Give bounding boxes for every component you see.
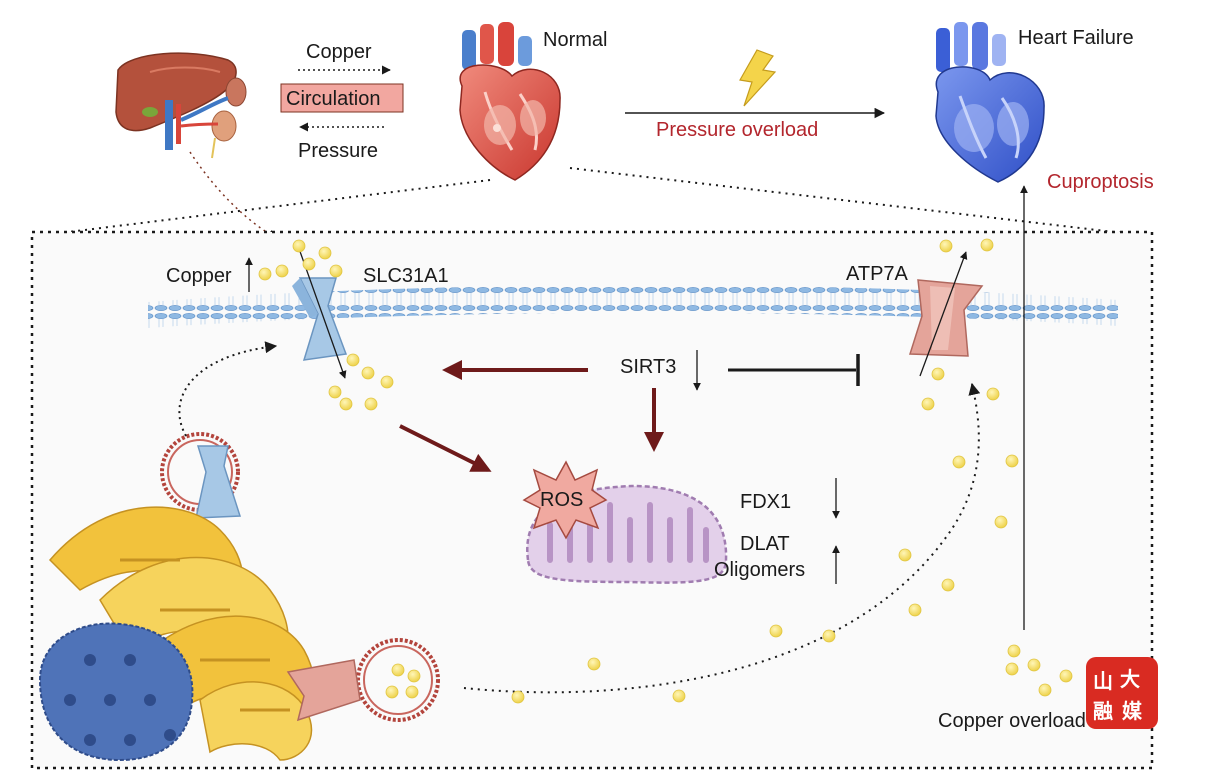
logo-char-2: 大 [1120,667,1140,691]
heart-failure-label: Heart Failure [1018,27,1134,49]
slc31a1-transporter [292,277,348,361]
copper-export-arrow [919,251,968,377]
atp7a-label: ATP7A [846,263,909,285]
copper-ions [258,238,1073,704]
logo-char-1: 山 [1093,669,1113,693]
dlat-label: DLAT [740,533,790,555]
vesicle-slc31a1 [160,432,242,519]
zoom-line-left [35,179,491,237]
copper-overload-label: Copper overload [938,710,1086,732]
copper-to-ros-arrow [399,424,492,472]
circulation-box [280,83,404,113]
cell-membrane [148,285,1118,328]
sirt3-label: SIRT3 [620,356,676,378]
pressure-label: Pressure [298,140,378,162]
failing-heart-illustration [935,22,1045,183]
normal-heart-illustration [459,22,561,181]
oligomers-label: Oligomers [714,559,805,581]
cuproptosis-label: Cuproptosis [1047,171,1154,193]
vesicle-atp7a [286,638,440,722]
lightning-icon [739,49,777,107]
logo-char-4: 媒 [1122,699,1143,723]
circulation-label: Circulation [286,88,380,110]
slc31a1-label: SLC31A1 [363,265,449,287]
fdx1-label: FDX1 [740,491,791,513]
zoom-line-right [569,167,1149,237]
liver-to-cell-arrow [189,151,277,239]
ros-star [522,460,608,540]
normal-label: Normal [543,29,607,51]
copper-uptake-label: Copper [166,265,232,287]
nucleus [38,622,194,762]
copper-label: Copper [306,41,372,63]
ros-label: ROS [540,489,583,511]
pressure-overload-label: Pressure overload [656,119,818,141]
vesicle-to-atp7a-arrow [463,382,981,694]
golgi-apparatus [48,506,316,761]
shanda-media-logo: 山 大 融 媒 [1086,657,1158,729]
logo-char-3: 融 [1093,699,1113,723]
liver-kidney-illustration [115,52,247,159]
